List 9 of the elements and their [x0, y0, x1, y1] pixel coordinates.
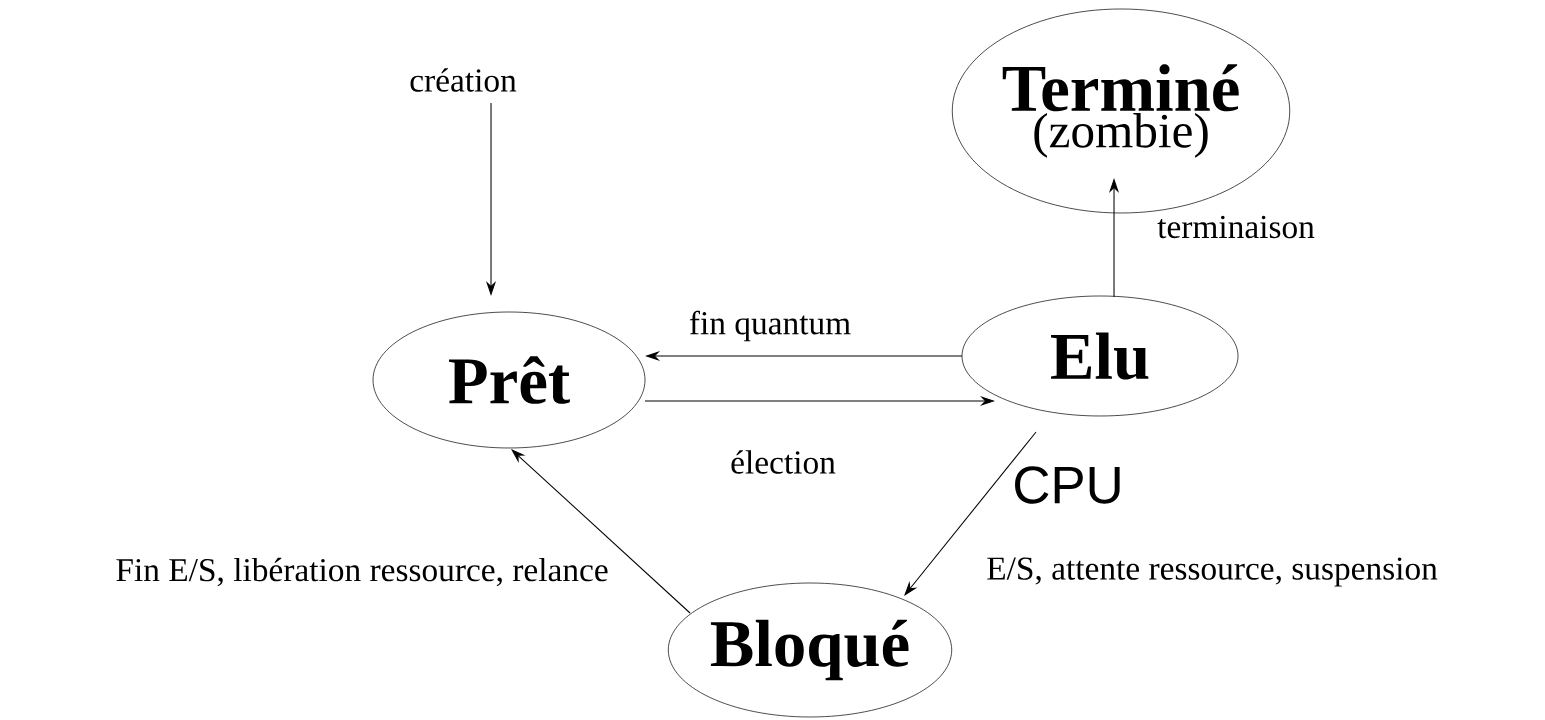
edge-label: terminaison — [1157, 215, 1315, 239]
edge-label: fin quantum — [689, 310, 851, 342]
arrow — [904, 431, 1037, 596]
edge-label: Fin E/S, libération ressource, relance — [116, 557, 608, 587]
beside-label: CPU — [1015, 466, 1120, 504]
arrow — [511, 449, 691, 614]
edge-label: élection — [731, 450, 836, 474]
edge-label: E/S, attente ressource, suspension — [987, 557, 1438, 587]
node-text: création — [410, 68, 517, 92]
